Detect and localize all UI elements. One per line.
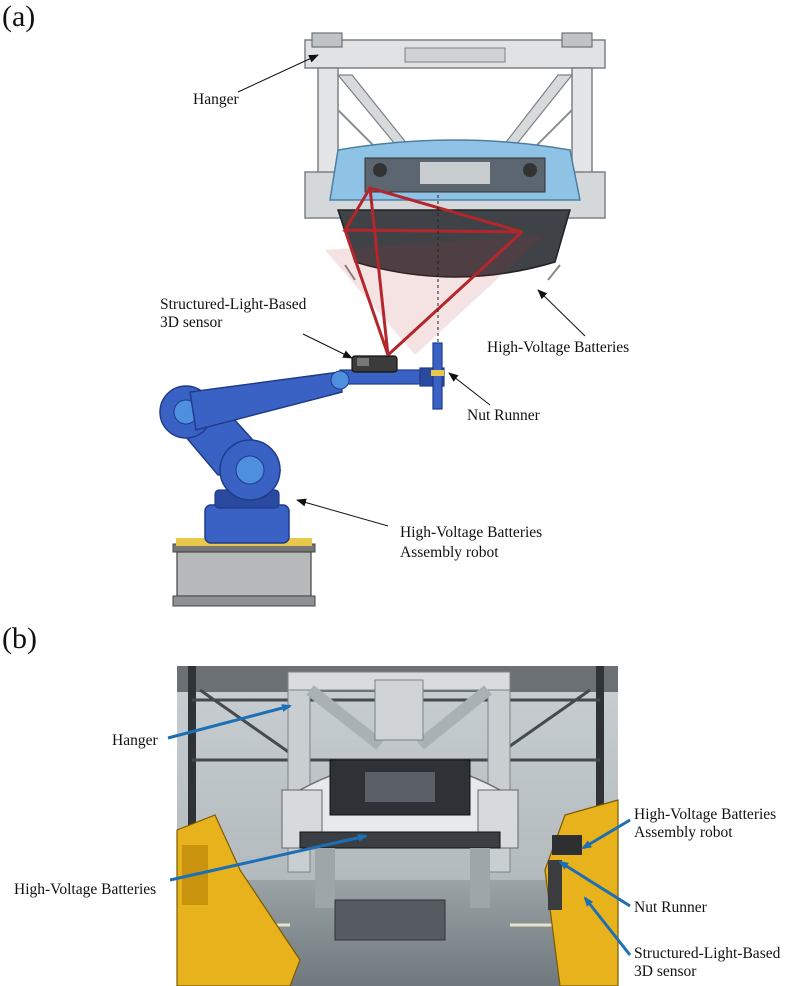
panel-a-label: (a) [2, 0, 35, 33]
b-robot-label-line2: Assembly robot [634, 824, 733, 841]
nut-runner-band [431, 370, 444, 376]
sensor-field-of-view [325, 235, 545, 355]
b-robot-label-line1: High-Voltage Batteries [634, 806, 776, 823]
a-batteries-label: High-Voltage Batteries [487, 339, 629, 356]
sensor-lens [357, 358, 369, 366]
b-nut-runner-leader [558, 860, 631, 908]
a-hanger-leader [237, 54, 319, 93]
sensor-rays [343, 187, 524, 357]
projection-triangle [342, 186, 523, 234]
vehicle-body [329, 139, 581, 201]
factory-photo [176, 666, 619, 986]
a-sensor-leader [302, 333, 353, 359]
battery-pack [336, 209, 571, 278]
assembly-robot [159, 367, 445, 607]
a-nut-runner-label: Nut Runner [467, 407, 541, 424]
battery-edge [344, 264, 561, 281]
a-robot-label-line2: Assembly robot [400, 544, 499, 561]
panel-b-label: (b) [2, 622, 37, 655]
b-sensor-leader [583, 896, 632, 956]
b-hanger-leader [167, 704, 292, 740]
b-hanger-label: Hanger [112, 732, 158, 749]
a-hanger-label: Hanger [193, 91, 239, 108]
b-robot-leader [581, 818, 631, 850]
b-sensor-label-line1: Structured-Light-Based [634, 945, 781, 962]
b-sensor-label-line2: 3D sensor [634, 963, 697, 980]
a-robot-leader [296, 498, 389, 527]
a-robot-label-line1: High-Voltage Batteries [400, 524, 542, 541]
b-nut-runner-label: Nut Runner [634, 899, 708, 916]
a-sensor-label-line1: Structured-Light-Based [160, 296, 307, 313]
a-batteries-leader [537, 289, 586, 337]
a-sensor-label-line2: 3D sensor [160, 314, 223, 331]
a-nut-runner-leader [448, 372, 491, 406]
b-batteries-label: High-Voltage Batteries [14, 881, 156, 898]
b-batteries-leader [169, 833, 368, 882]
